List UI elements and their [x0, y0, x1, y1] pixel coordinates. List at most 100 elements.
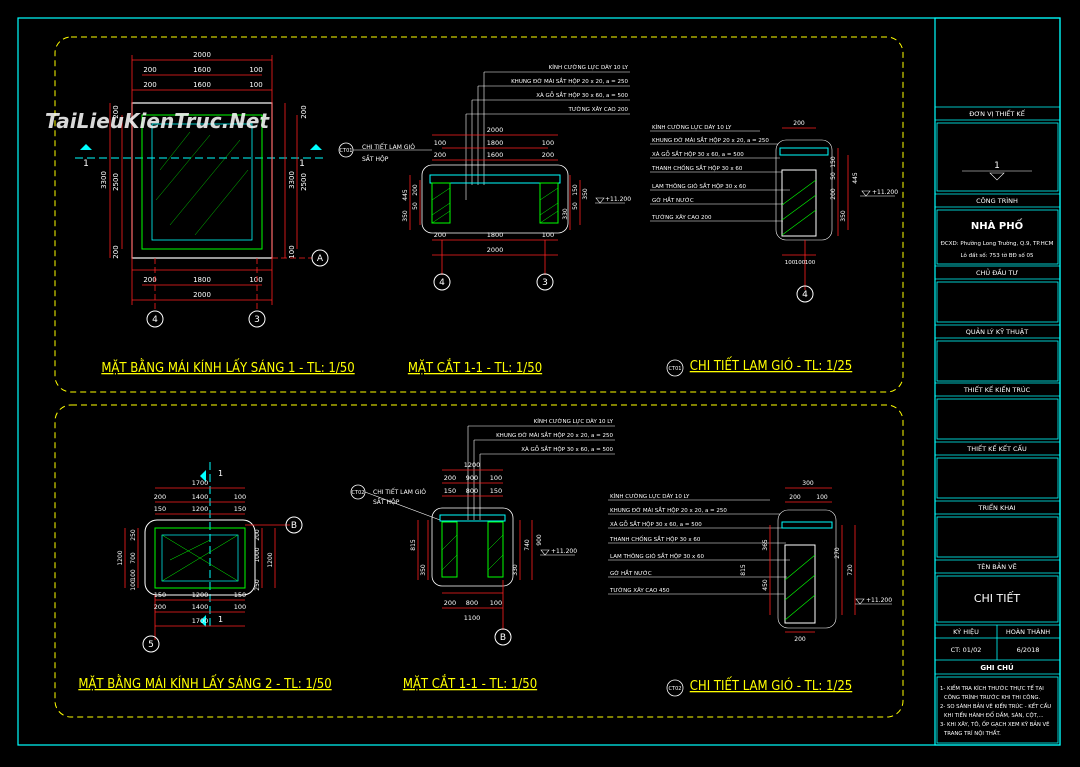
dim-text: 100: [249, 81, 262, 89]
dim-text: 330: [562, 208, 569, 220]
dim-text: 3300: [100, 171, 108, 189]
note-line: 2- SO SÁNH BẢN VẼ KIẾN TRÚC - KẾT CẤU: [940, 702, 1051, 710]
dim-text: 50: [412, 202, 419, 210]
dim-text: 100: [795, 260, 806, 266]
callout-text: CHI TIẾT LAM GIÓ: [373, 488, 426, 496]
dim-text: 800: [466, 487, 478, 495]
axis-label: 3: [254, 315, 260, 325]
note: TƯỜNG XÂY CAO 200: [567, 106, 628, 113]
dim-text: 1200: [117, 550, 124, 565]
dim-text: 450: [762, 579, 769, 591]
axis-label: B: [500, 633, 506, 643]
dim-text: 100: [785, 260, 796, 266]
dim-text: 150: [490, 487, 502, 495]
drawing-title: CHI TIẾT LAM GIÓ - TL: 1/25: [690, 677, 853, 694]
lower-panel: [54, 404, 904, 718]
drawing-name-label: TÊN BẢN VẼ: [976, 562, 1016, 571]
notes-label: GHI CHÚ: [980, 663, 1014, 672]
done-value: 6/2018: [1017, 646, 1040, 654]
callout-sub: SẮT HỘP: [362, 155, 389, 163]
dim-text: 200: [444, 599, 456, 607]
callout-ref: CT02: [352, 490, 365, 496]
watermark-logo: TaiLieuKienTruc.Net: [45, 109, 270, 133]
level-mark: +11.200: [872, 189, 898, 196]
struct-design-label: THIẾT KẾ KẾT CẤU: [966, 443, 1027, 453]
note: LAM THÔNG GIÓ SẮT HỘP 30 x 60: [652, 182, 746, 190]
dim-text: 150: [444, 487, 456, 495]
designer-logo-icon: [989, 172, 1005, 181]
dim-text: 900: [466, 474, 478, 482]
titleblock-text: ĐƠN VỊ THIẾT KẾ 1 CÔNG TRÌNH NHÀ PHỐ ĐCX…: [940, 108, 1054, 737]
note: KÍNH CƯỜNG LỰC DÀY 10 LY: [534, 418, 614, 425]
dim-text: 100: [234, 603, 246, 611]
drawing-title: MẶT CẮT 1-1 - TL: 1/50: [408, 359, 542, 376]
dim-text: 100: [816, 494, 828, 501]
dim-text: 350: [840, 210, 847, 222]
dim-text: 200: [412, 184, 419, 196]
dim-text: 2000: [487, 246, 504, 254]
dim-text: 200: [793, 120, 805, 127]
dim-text: 1200: [192, 505, 209, 513]
dim-text: 815: [410, 539, 417, 551]
dim-text: 270: [834, 547, 841, 559]
dim-text: 900: [536, 534, 543, 546]
dim-text: 445: [402, 189, 409, 201]
dim-text: 330: [512, 564, 519, 576]
dim-text: 150: [234, 505, 246, 513]
drawing-title: CHI TIẾT LAM GIÓ - TL: 1/25: [690, 357, 853, 374]
note: TƯỜNG XÂY CAO 200: [651, 214, 712, 221]
note: KHUNG ĐỠ MÁI SẮT HỘP 20 x 20, a = 250: [511, 77, 628, 85]
project-lot: Lô đất số: 753 tờ BĐ số 05: [961, 252, 1034, 259]
louver-b: KÍNH CƯỜNG LỰC DÀY 10 LY KHUNG ĐỠ MÁI SẮ…: [608, 480, 892, 697]
logo-number: 1: [994, 161, 1000, 171]
dim-text: 100: [249, 276, 262, 284]
callout-text: CHI TIẾT LAM GIÓ: [362, 143, 415, 151]
dim-text: 3300: [288, 171, 296, 189]
dim-text: 1700: [192, 617, 209, 625]
note: THANH CHỐNG SẮT HỘP 30 x 60: [651, 164, 743, 172]
dim-text: 100: [434, 139, 446, 147]
dim-text: 50: [572, 202, 579, 210]
roof1-plan: 1 1 2000 200 1600: [75, 51, 355, 376]
dim-text: 200: [112, 105, 120, 118]
dim-text: 100: [490, 474, 502, 482]
dim-text: 200: [254, 529, 261, 541]
note-line: 3- KHI XÂY, TÔ, ỐP GẠCH XEM KỸ BẢN VẼ: [940, 720, 1050, 728]
titleblock: [935, 106, 1060, 744]
section-mark-top: 1: [218, 469, 223, 478]
note: GỜ HẮT NƯỚC: [610, 569, 652, 577]
code-value: CT: 01/02: [951, 646, 982, 654]
dim-text: 100: [288, 245, 296, 258]
dim-text: 150: [154, 505, 166, 513]
dim-text: 720: [847, 564, 854, 576]
dim-text: 1200: [464, 461, 481, 469]
axis-label: 5: [148, 640, 154, 650]
dim-text: 1400: [192, 493, 209, 501]
dim-text: 350: [402, 210, 409, 222]
dim-text: 200: [154, 603, 166, 611]
note: KHUNG ĐỠ MÁI SẮT HỘP 20 x 20, a = 250: [652, 136, 769, 144]
dim-text: 100: [234, 493, 246, 501]
dim-text: 700: [130, 552, 137, 564]
dim-text: 150: [234, 591, 246, 599]
dim-text: 445: [852, 172, 859, 184]
dim-text: 100: [805, 260, 816, 266]
section1-1-b: CT02 CHI TIẾT LAM GIÓ SẮT HỘP KÍNH CƯỜNG…: [350, 418, 615, 692]
dim-text: 200: [444, 474, 456, 482]
dim-text: 100: [542, 139, 554, 147]
dim-text: 200: [789, 494, 801, 501]
note: GỜ HẮT NƯỚC: [652, 196, 694, 204]
note: XÀ GỖ SẮT HỘP 30 x 60, a = 500: [652, 150, 744, 158]
dim-text: 1400: [192, 603, 209, 611]
dim-text: 200: [830, 188, 837, 200]
dim-text: 200: [112, 245, 120, 258]
drawing-name: CHI TIẾT: [974, 591, 1021, 605]
dim-text: 2500: [112, 173, 120, 191]
dim-text: 800: [466, 599, 478, 607]
axis-label: 4: [802, 290, 808, 300]
dim-text: 2000: [193, 291, 211, 299]
dim-text: 740: [524, 539, 531, 551]
dim-text: 150: [154, 591, 166, 599]
note: XÀ GỖ SẮT HỘP 30 x 60, a = 500: [536, 91, 628, 99]
